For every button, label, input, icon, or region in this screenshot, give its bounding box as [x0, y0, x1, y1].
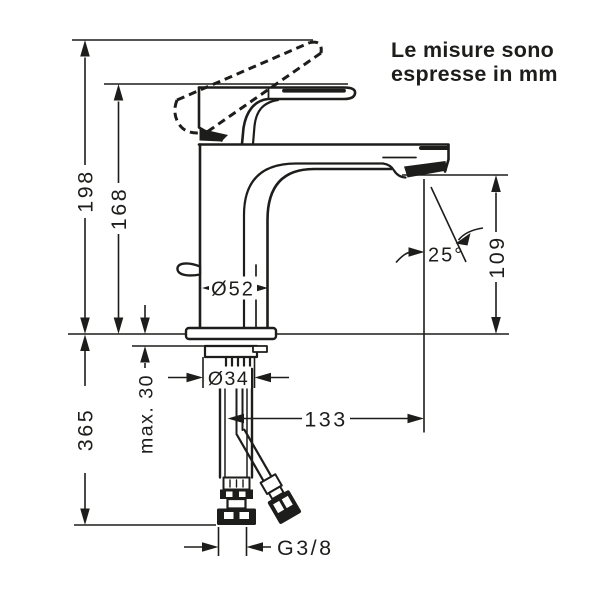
dimension-connection-thread: G3/8	[184, 527, 334, 560]
dimension-body-diameter: Ø52	[202, 276, 268, 301]
faucet-supply-hoses	[217, 367, 302, 525]
popup-rod-lever	[176, 262, 202, 277]
aerator	[404, 161, 447, 178]
label-133: 133	[304, 408, 347, 432]
label-diameter-52: Ø52	[211, 279, 255, 301]
dimension-height-to-spout-top: 168	[107, 84, 131, 334]
faucet-base	[184, 326, 278, 371]
dimension-max-deck-thickness: max. 30	[136, 305, 158, 454]
label-25-degrees: 25°	[428, 245, 464, 267]
label-109: 109	[485, 235, 509, 278]
label-max-30: max. 30	[136, 374, 158, 454]
label-365: 365	[74, 408, 98, 451]
hose-connector-angled	[235, 428, 302, 524]
note-line-1: Le misure sono	[391, 38, 554, 62]
note-line-2: espresse in mm	[391, 62, 558, 86]
handle-front-tip	[199, 128, 228, 142]
faucet-spout	[197, 143, 450, 330]
dimension-overall-height: 198	[74, 40, 98, 334]
label-168: 168	[107, 187, 131, 230]
threaded-shank	[224, 355, 252, 371]
faucet-handle	[197, 86, 357, 146]
faucet-handle-raised-dashed	[173, 40, 323, 135]
dimension-stream-angle: 25°	[395, 186, 484, 267]
dimension-spout-reach: 133	[227, 179, 425, 433]
mounting-washer	[203, 344, 259, 359]
hose-connector-vertical	[217, 476, 256, 525]
label-diameter-34: Ø34	[208, 368, 249, 390]
label-198: 198	[74, 169, 98, 212]
dimension-below-deck-length: 365	[74, 334, 98, 525]
dimension-mounting-hole-diameter: Ø34	[168, 357, 289, 390]
base-plate	[184, 326, 278, 341]
label-g38: G3/8	[277, 536, 334, 560]
dimension-outlet-height: 109	[485, 175, 509, 334]
reference-lines	[68, 39, 509, 526]
note-measurements: Le misure sono espresse in mm	[391, 38, 558, 86]
